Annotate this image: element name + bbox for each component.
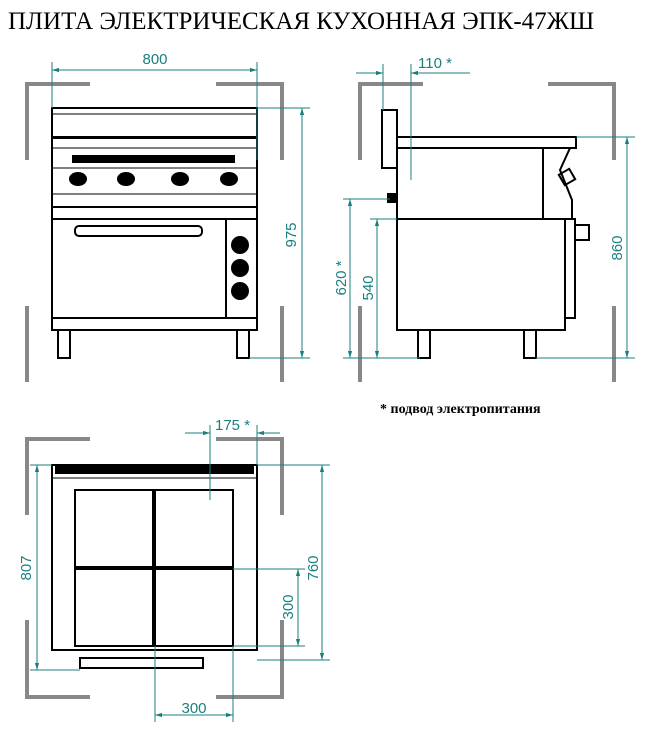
stove-side-part — [564, 218, 576, 319]
dimension-975-part: 975 — [283, 222, 300, 247]
dimension-800-part: 800 — [142, 51, 167, 68]
leg — [523, 329, 537, 359]
dimension-800: 800 — [51, 51, 258, 160]
corner-brackets-part — [25, 82, 284, 382]
side-knob — [557, 167, 577, 187]
stove-side — [381, 109, 590, 359]
dimension-760: 760 — [257, 464, 330, 661]
dimension-110-part — [382, 64, 412, 180]
dimension-300-vertical-part — [233, 568, 305, 647]
front-view: 800 975 — [25, 51, 310, 382]
front-rail — [79, 657, 204, 669]
dimension-807: 807 — [18, 464, 80, 671]
dimension-300-horizontal-part: 300 — [181, 700, 206, 717]
dimension-300-horizontal-part — [154, 646, 234, 722]
top-vent — [55, 466, 254, 474]
dimension-175-part: 175 * — [215, 417, 250, 434]
stove-side-part — [396, 136, 577, 149]
stove-front — [51, 107, 258, 359]
burner-knobs-part — [117, 172, 135, 186]
dimension-110: 110 * — [356, 55, 470, 180]
dimension-620: 620 * — [333, 198, 420, 359]
burner-knobs-part — [171, 172, 189, 186]
dimension-860-part: 860 — [609, 235, 626, 260]
hotplate — [74, 568, 154, 647]
stove-top — [51, 464, 258, 669]
dimension-175-part — [209, 425, 258, 500]
dimension-175: 175 * — [185, 417, 280, 500]
stove-front-part — [231, 259, 249, 277]
stove-front-part — [51, 206, 258, 220]
stove-side-part — [381, 109, 398, 169]
top-view-part — [25, 437, 284, 699]
burner-knobs-part — [220, 172, 238, 186]
leg — [57, 329, 71, 359]
dimension-975-part — [249, 107, 310, 359]
burner-knobs-part — [69, 172, 87, 186]
dimension-760-part — [257, 464, 330, 661]
dimension-300-vertical-part: 300 — [280, 594, 297, 619]
drawing-title: ПЛИТА ЭЛЕКТРИЧЕСКАЯ КУХОННАЯ ЭПК-47ЖШ — [8, 8, 595, 35]
hotplate — [154, 489, 234, 568]
dimension-300-horizontal: 300 — [154, 646, 234, 722]
stove-front-part — [51, 107, 258, 138]
dimension-540: 540 — [360, 218, 397, 358]
vent-slots — [72, 155, 235, 163]
dimension-540-part: 540 — [360, 275, 377, 300]
dimension-300-vertical: 300 — [233, 568, 305, 647]
dimension-620-part — [343, 198, 420, 359]
dimension-807-part — [30, 464, 80, 671]
oven-door — [51, 218, 227, 319]
power-inlet — [387, 193, 397, 203]
stove-side-part — [396, 218, 566, 331]
leg — [236, 329, 250, 359]
dimension-807-part: 807 — [18, 555, 35, 580]
stove-front-part — [51, 317, 258, 331]
hotplate — [154, 568, 234, 647]
dimension-760-part: 760 — [305, 555, 322, 580]
side-view: 110 * 620 * 540 860 — [333, 55, 635, 382]
oven-handle — [74, 225, 203, 237]
footnote: * подвод электропитания — [380, 402, 541, 417]
dimension-110-part: 110 * — [418, 55, 452, 72]
stove-front-part — [231, 236, 249, 254]
dimension-860: 860 — [536, 136, 635, 359]
corner-brackets — [25, 82, 284, 382]
side-view-part — [358, 82, 616, 382]
top-view: 175 * 807 760 300 300 — [18, 417, 330, 722]
stove-front-part — [231, 282, 249, 300]
oven-handle-side — [574, 224, 590, 241]
dimension-620-part: 620 * — [333, 260, 350, 295]
stove-side-part — [396, 147, 544, 220]
leg — [417, 329, 431, 359]
burner-knobs — [69, 172, 238, 186]
dimension-800-part — [51, 62, 258, 160]
hotplate — [74, 489, 154, 568]
dimension-975: 975 — [249, 107, 310, 359]
